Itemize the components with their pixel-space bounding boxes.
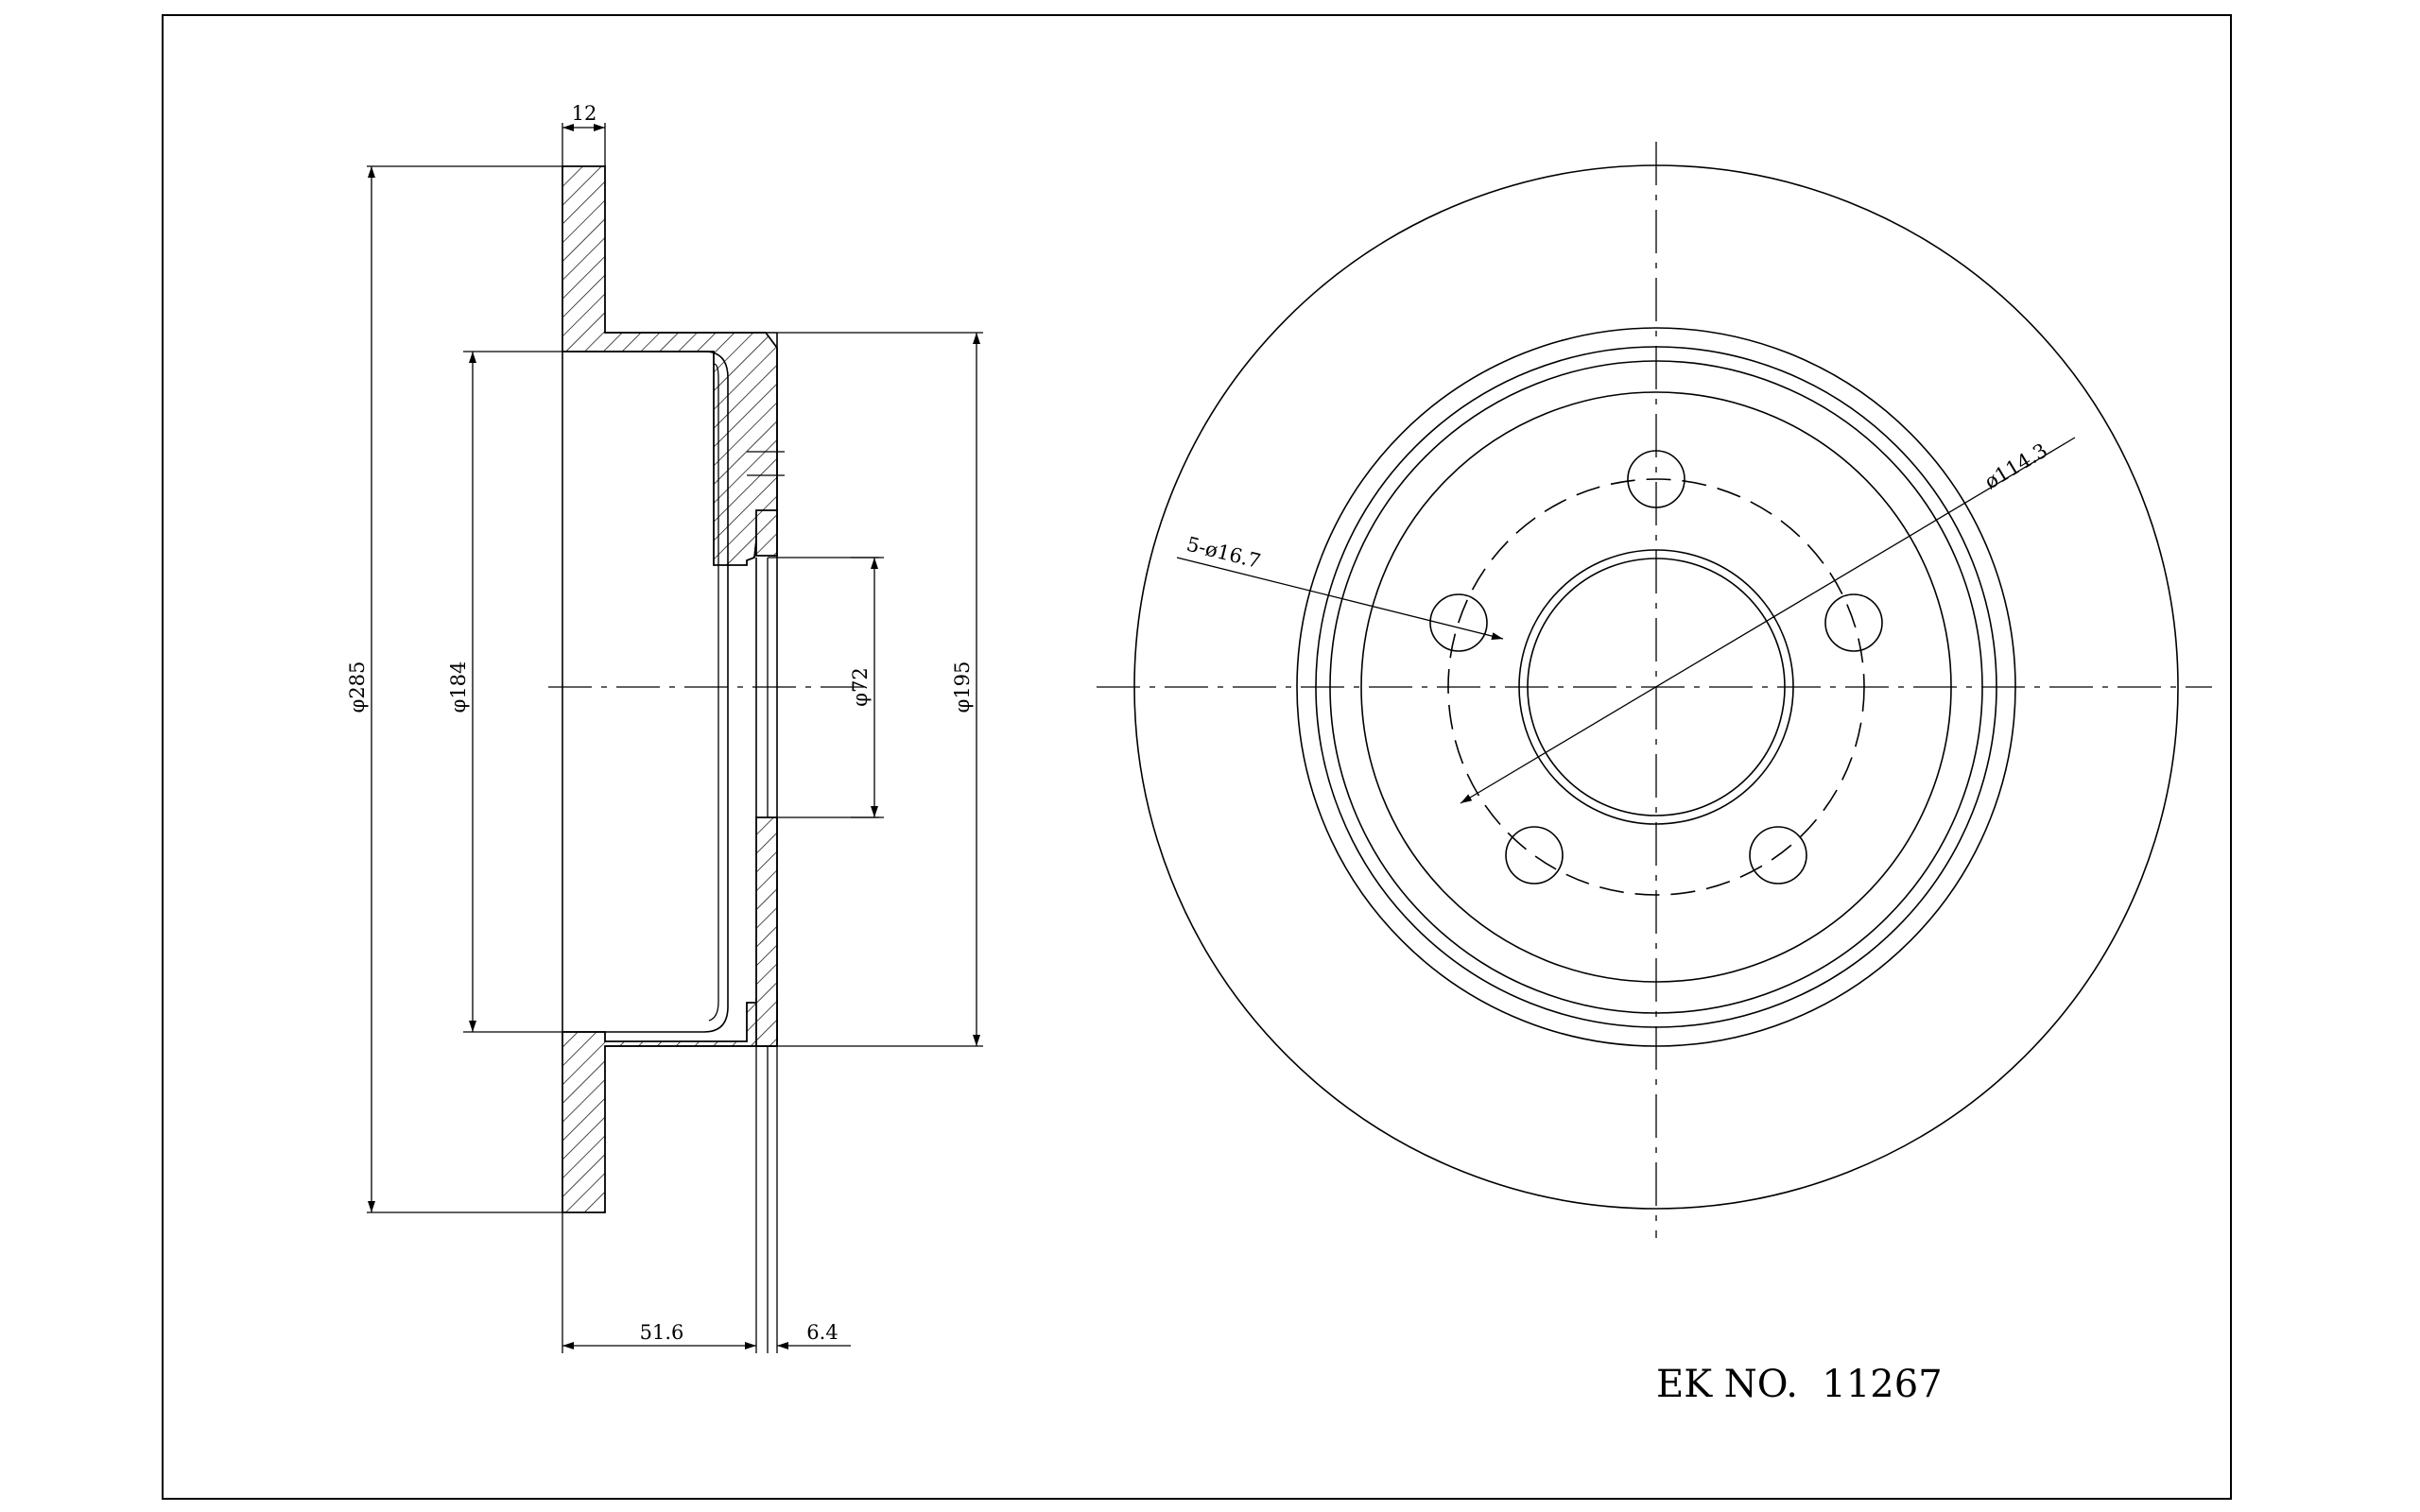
dim-text-51-6: 51.6 — [640, 1321, 684, 1344]
dim-text-72: φ72 — [849, 667, 872, 706]
hub-flange-upper — [755, 509, 778, 557]
dim-text-bolt-holes: 5-ø16.7 — [1184, 533, 1263, 574]
dim-text-195: φ195 — [951, 662, 974, 713]
front-view: 5-ø16.7 ø114.3 — [1097, 142, 2212, 1238]
disc-section-top — [562, 165, 778, 566]
part-number: EK NO. 11267 — [1656, 1363, 1943, 1406]
bolt-hole-bottom-right — [1749, 826, 1807, 885]
dim-text-6-4: 6.4 — [806, 1321, 838, 1344]
disc-section-bottom — [562, 998, 778, 1213]
hat-inner-corner-top — [703, 351, 729, 1033]
dim-text-bolt-circle: ø114.3 — [1980, 438, 2051, 493]
leader-bolt-holes — [1176, 557, 1504, 640]
hat-inner-corner-line — [708, 363, 719, 1022]
dim-text-184: φ184 — [447, 662, 470, 713]
bolt-hole-bottom-left — [1505, 826, 1564, 885]
dim-text-285: φ285 — [346, 662, 369, 713]
leader-bolt-circle — [1460, 437, 2076, 804]
bolt-hole-left — [1429, 593, 1488, 652]
dim-text-12: 12 — [572, 102, 597, 125]
hub-flange-section — [755, 816, 778, 1047]
bolt-hole-right — [1824, 593, 1883, 652]
drawing-frame — [162, 14, 2232, 1500]
section-view: φ285 φ184 φ72 φ195 12 51.6 6.4 — [346, 102, 983, 1353]
